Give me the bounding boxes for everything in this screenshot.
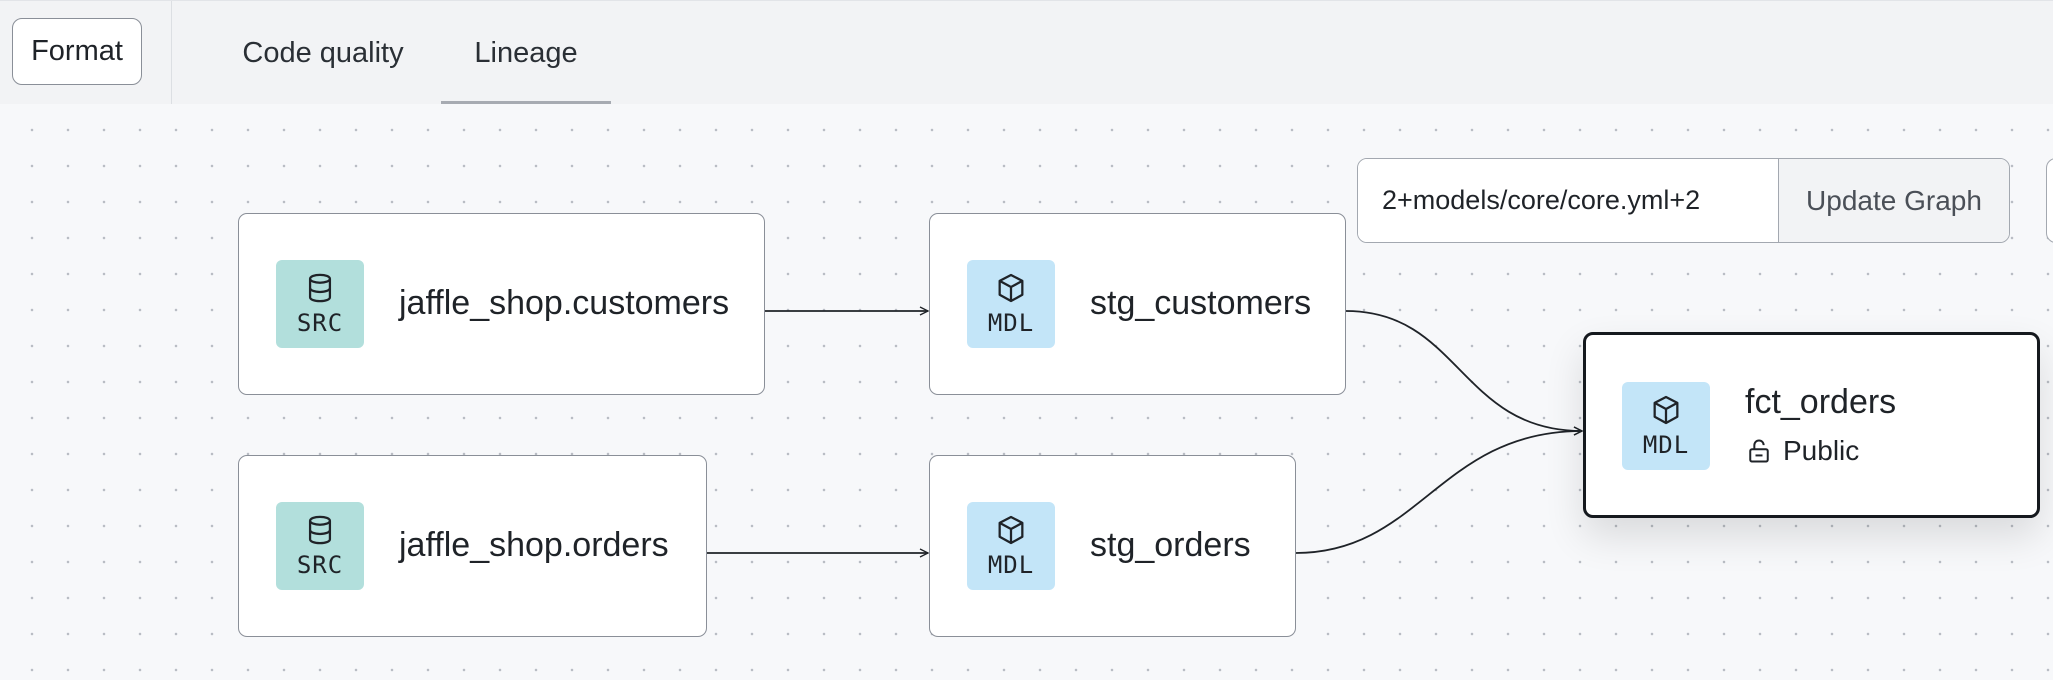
database-icon	[308, 515, 332, 545]
node-name: jaffle_shop.customers	[399, 284, 730, 322]
node-name: fct_orders	[1745, 383, 1897, 421]
badge-label: SRC	[296, 551, 344, 579]
mdl-badge: MDL	[967, 260, 1055, 348]
badge-label: MDL	[987, 551, 1035, 579]
node-name: stg_customers	[1090, 284, 1312, 322]
src-badge: SRC	[276, 260, 364, 348]
format-button[interactable]: Format	[12, 18, 142, 85]
mdl-badge: MDL	[967, 502, 1055, 590]
node-jaffle-shop-customers[interactable]: SRC jaffle_shop.customers	[238, 213, 765, 395]
extra-control-button[interactable]	[2046, 158, 2053, 243]
node-fct-orders[interactable]: MDL fct_orders Public	[1583, 332, 2040, 518]
badge-label: MDL	[1642, 431, 1690, 459]
update-graph-button[interactable]: Update Graph	[1778, 159, 2009, 242]
tab-lineage[interactable]: Lineage	[441, 1, 611, 105]
cube-icon	[998, 273, 1024, 303]
database-icon	[308, 273, 332, 303]
cube-icon	[998, 515, 1024, 545]
cube-icon	[1653, 395, 1679, 425]
tab-code-quality[interactable]: Code quality	[242, 36, 404, 69]
mdl-badge: MDL	[1622, 382, 1710, 470]
node-stg-orders[interactable]: MDL stg_orders	[929, 455, 1296, 637]
toolbar-divider	[171, 1, 172, 105]
node-name: jaffle_shop.orders	[399, 526, 669, 564]
unlock-icon	[1749, 439, 1769, 463]
node-stg-customers[interactable]: MDL stg_customers	[929, 213, 1346, 395]
access-indicator: Public	[1745, 435, 1859, 467]
graph-selector: Update Graph	[1357, 158, 2010, 243]
src-badge: SRC	[276, 502, 364, 590]
access-label: Public	[1783, 435, 1860, 466]
toolbar: Format Code quality Lineage	[0, 0, 2053, 105]
badge-label: MDL	[987, 309, 1035, 337]
node-jaffle-shop-orders[interactable]: SRC jaffle_shop.orders	[238, 455, 707, 637]
selector-input[interactable]	[1358, 159, 1778, 242]
badge-label: SRC	[296, 309, 344, 337]
node-name: stg_orders	[1090, 526, 1251, 564]
